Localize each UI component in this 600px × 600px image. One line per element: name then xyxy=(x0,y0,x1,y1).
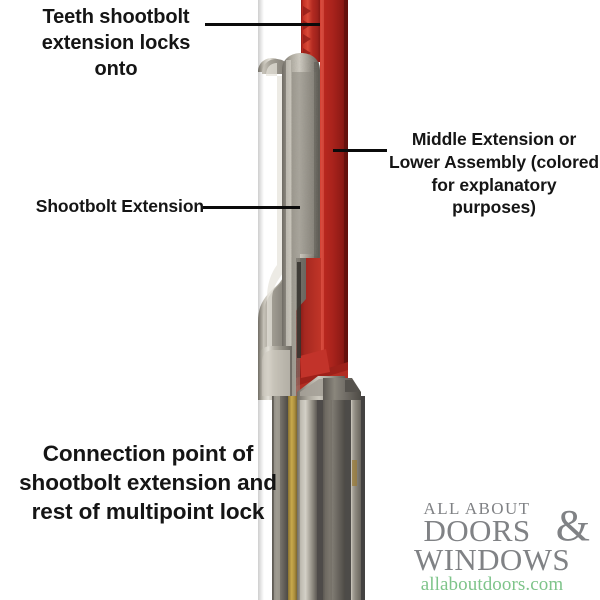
callout-teeth-shootbolt-extension-locks-onto: Teeth shootbolt extension locks onto xyxy=(41,6,191,80)
leader-line-teeth xyxy=(205,23,320,26)
shootbolt-extension xyxy=(258,53,320,400)
leader-line-shootbolt-extension xyxy=(203,206,300,209)
logo-line-windows: WINDOWS xyxy=(413,542,571,578)
logo-ampersand: & xyxy=(555,501,590,550)
callout-connection-point: Connection point of shootbolt extension … xyxy=(19,441,277,524)
leader-line-middle-extension xyxy=(333,149,387,152)
callout-middle-extension-or-lower-assembly: Middle Extension or Lower Assembly (colo… xyxy=(388,129,600,218)
allaboutdoors-logo[interactable]: ALL ABOUT DOORS WINDOWS & allaboutdoors.… xyxy=(392,500,592,595)
logo-line-doors: DOORS xyxy=(423,513,531,548)
logo-website-url[interactable]: allaboutdoors.com xyxy=(420,574,564,596)
callout-shootbolt-extension: Shootbolt Extension xyxy=(35,196,204,216)
logo-wordmark: DOORS WINDOWS & xyxy=(392,504,592,578)
logo-line-all-about: ALL ABOUT xyxy=(423,499,531,518)
middle-extension-red-bar xyxy=(296,0,348,398)
